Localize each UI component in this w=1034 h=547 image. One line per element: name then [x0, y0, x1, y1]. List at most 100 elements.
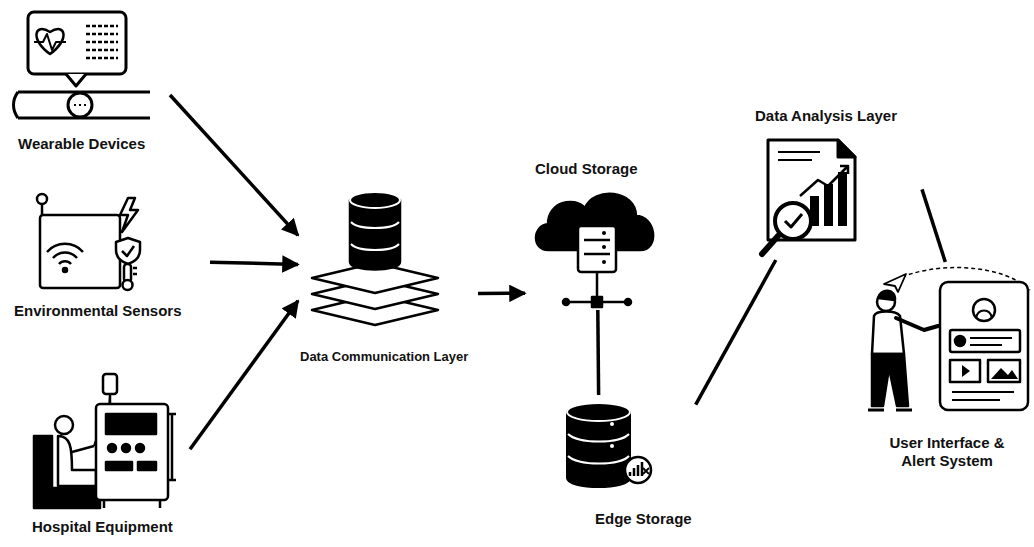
icon-stroke	[14, 92, 151, 118]
icon-stroke	[133, 268, 137, 274]
icon-stroke	[350, 192, 400, 208]
icon-stroke	[86, 26, 118, 58]
node-label: Hospital Equipment	[32, 518, 173, 536]
icon-stroke	[106, 414, 156, 434]
icon-stroke	[122, 246, 134, 256]
icon-stroke	[950, 360, 980, 382]
icon-stroke	[567, 412, 630, 487]
icon-stroke	[625, 299, 631, 305]
icon-stroke	[602, 245, 606, 249]
icon-stroke	[28, 12, 126, 74]
node-label: Data Analysis Layer	[755, 107, 897, 125]
icon-stroke	[838, 140, 855, 157]
database-stack-icon	[312, 192, 438, 325]
icon-stroke	[643, 468, 649, 474]
node-region: User Interface & Alert System	[862, 262, 1032, 474]
icon-stroke	[34, 34, 66, 50]
icon-stroke	[63, 268, 67, 272]
icon-stroke	[120, 198, 138, 232]
connector	[170, 95, 298, 235]
icon-stroke	[775, 203, 811, 239]
icon-stroke	[116, 238, 140, 264]
icon-stroke	[40, 215, 120, 288]
connector	[922, 189, 945, 262]
icon-stroke	[103, 374, 117, 394]
icon-stroke	[66, 74, 86, 86]
icon-stroke	[58, 436, 96, 486]
analysis-icon	[762, 140, 855, 254]
icon-stroke	[962, 365, 970, 377]
icon-stroke	[567, 403, 630, 421]
icon-stroke	[824, 184, 833, 226]
node-label: Environmental Sensors	[14, 302, 182, 320]
icon-stroke	[988, 360, 1020, 382]
icon-stroke	[351, 222, 399, 250]
icon-stroke	[940, 282, 1028, 410]
icon-stroke	[350, 200, 400, 270]
icon-stroke	[55, 416, 73, 434]
icon-stroke	[768, 140, 855, 240]
icon-stroke	[168, 414, 176, 480]
icon-stroke	[122, 444, 130, 452]
wearable-icon	[14, 12, 151, 118]
node-label: Cloud Storage	[535, 160, 638, 178]
node-region: Data Analysis Layer	[750, 103, 922, 260]
icon-stroke	[47, 244, 83, 264]
icon-stroke	[72, 446, 94, 452]
icon-stroke	[884, 274, 906, 292]
node-label: Data Communication Layer	[300, 348, 468, 366]
icon-stroke	[630, 462, 642, 476]
icon-stroke	[68, 93, 92, 117]
node-region: Hospital Equipment	[10, 372, 190, 540]
edge-storage-icon	[567, 403, 651, 487]
icon-stroke	[610, 422, 614, 426]
connector	[696, 260, 776, 405]
connector	[478, 292, 525, 296]
icon-stroke	[584, 240, 610, 254]
icon-stroke	[106, 462, 132, 470]
icon-stroke	[800, 166, 848, 196]
node-label: Edge Storage	[595, 510, 692, 528]
icon-stroke	[37, 194, 47, 204]
icon-stroke	[108, 444, 116, 452]
icon-stroke	[838, 172, 847, 226]
node-label: User Interface & Alert System	[874, 434, 1020, 470]
icon-stroke	[610, 444, 614, 448]
node-region: Edge Storage	[555, 395, 696, 533]
icon-stroke	[868, 409, 912, 412]
sensor-icon	[37, 194, 140, 290]
icon-stroke	[34, 436, 100, 508]
node-label: Wearable Devices	[18, 135, 145, 153]
icon-stroke	[878, 291, 895, 300]
icon-stroke	[568, 434, 629, 464]
icon-stroke	[136, 444, 144, 452]
icon-stroke	[955, 336, 965, 346]
icon-stroke	[952, 392, 1014, 400]
node-region: Environmental Sensors	[10, 192, 210, 322]
icon-stroke	[563, 299, 569, 305]
icon-stroke	[104, 500, 160, 508]
icon-stroke	[970, 338, 1012, 345]
connector	[210, 262, 298, 264]
user-interface-icon	[868, 268, 1030, 410]
icon-stroke	[872, 354, 908, 406]
icon-stroke	[896, 318, 938, 330]
icon-stroke	[123, 280, 133, 290]
icon-stroke	[74, 104, 86, 106]
icon-stroke	[778, 152, 820, 160]
node-region: Wearable Devices	[10, 8, 170, 158]
connector	[190, 301, 298, 449]
icon-stroke	[950, 330, 1020, 352]
node-region: Data Communication Layer	[298, 188, 478, 370]
icon-stroke	[625, 457, 651, 483]
icon-stroke	[578, 226, 616, 272]
cloud-storage-icon	[536, 194, 653, 307]
icon-stroke	[973, 299, 995, 321]
hospital-icon	[34, 374, 176, 508]
icon-stroke	[41, 204, 44, 215]
icon-stroke	[976, 311, 992, 319]
icon-stroke	[138, 462, 156, 470]
node-region: Cloud Storage	[525, 158, 665, 310]
icon-stroke	[602, 231, 606, 235]
